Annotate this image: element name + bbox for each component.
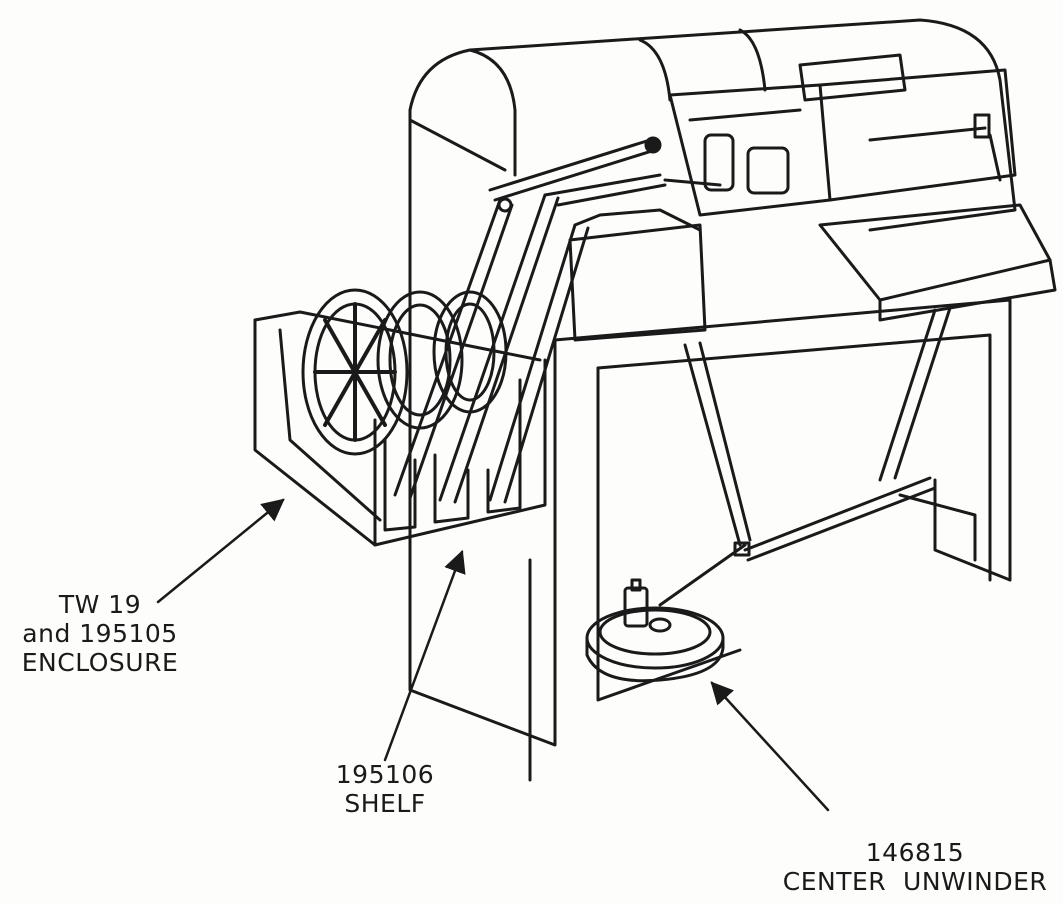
enclosure-label-line3: ENCLOSURE bbox=[21, 648, 179, 677]
enclosure-label-line2: and 195105 bbox=[22, 619, 178, 648]
unwinder-arrow bbox=[710, 681, 830, 812]
stand-frame bbox=[658, 306, 1012, 607]
control-unit bbox=[668, 53, 1057, 322]
shelf-arrow bbox=[383, 549, 466, 762]
leader-lines bbox=[156, 498, 830, 812]
enclosure-box bbox=[253, 310, 547, 547]
unwinder-label-line1: 146815 bbox=[865, 838, 965, 867]
enclosure-label-line1: TW 19 bbox=[58, 590, 142, 619]
enclosure-callout: TW 19 and 195105 ENCLOSURE bbox=[0, 590, 200, 677]
enclosure-arrow bbox=[156, 498, 285, 604]
center-unwinder bbox=[585, 578, 725, 683]
wire-reels bbox=[301, 288, 508, 456]
shelf-label-line1: 195106 bbox=[335, 760, 435, 789]
guide-arms bbox=[393, 136, 722, 504]
machine-body bbox=[408, 18, 1017, 782]
unwinder-label-line2: CENTER UNWINDER bbox=[782, 867, 1048, 896]
unwinder-callout: 146815 CENTER UNWINDER bbox=[770, 838, 1060, 896]
shelf-callout: 195106 SHELF bbox=[330, 760, 440, 818]
shelf-label-line2: SHELF bbox=[344, 789, 426, 818]
